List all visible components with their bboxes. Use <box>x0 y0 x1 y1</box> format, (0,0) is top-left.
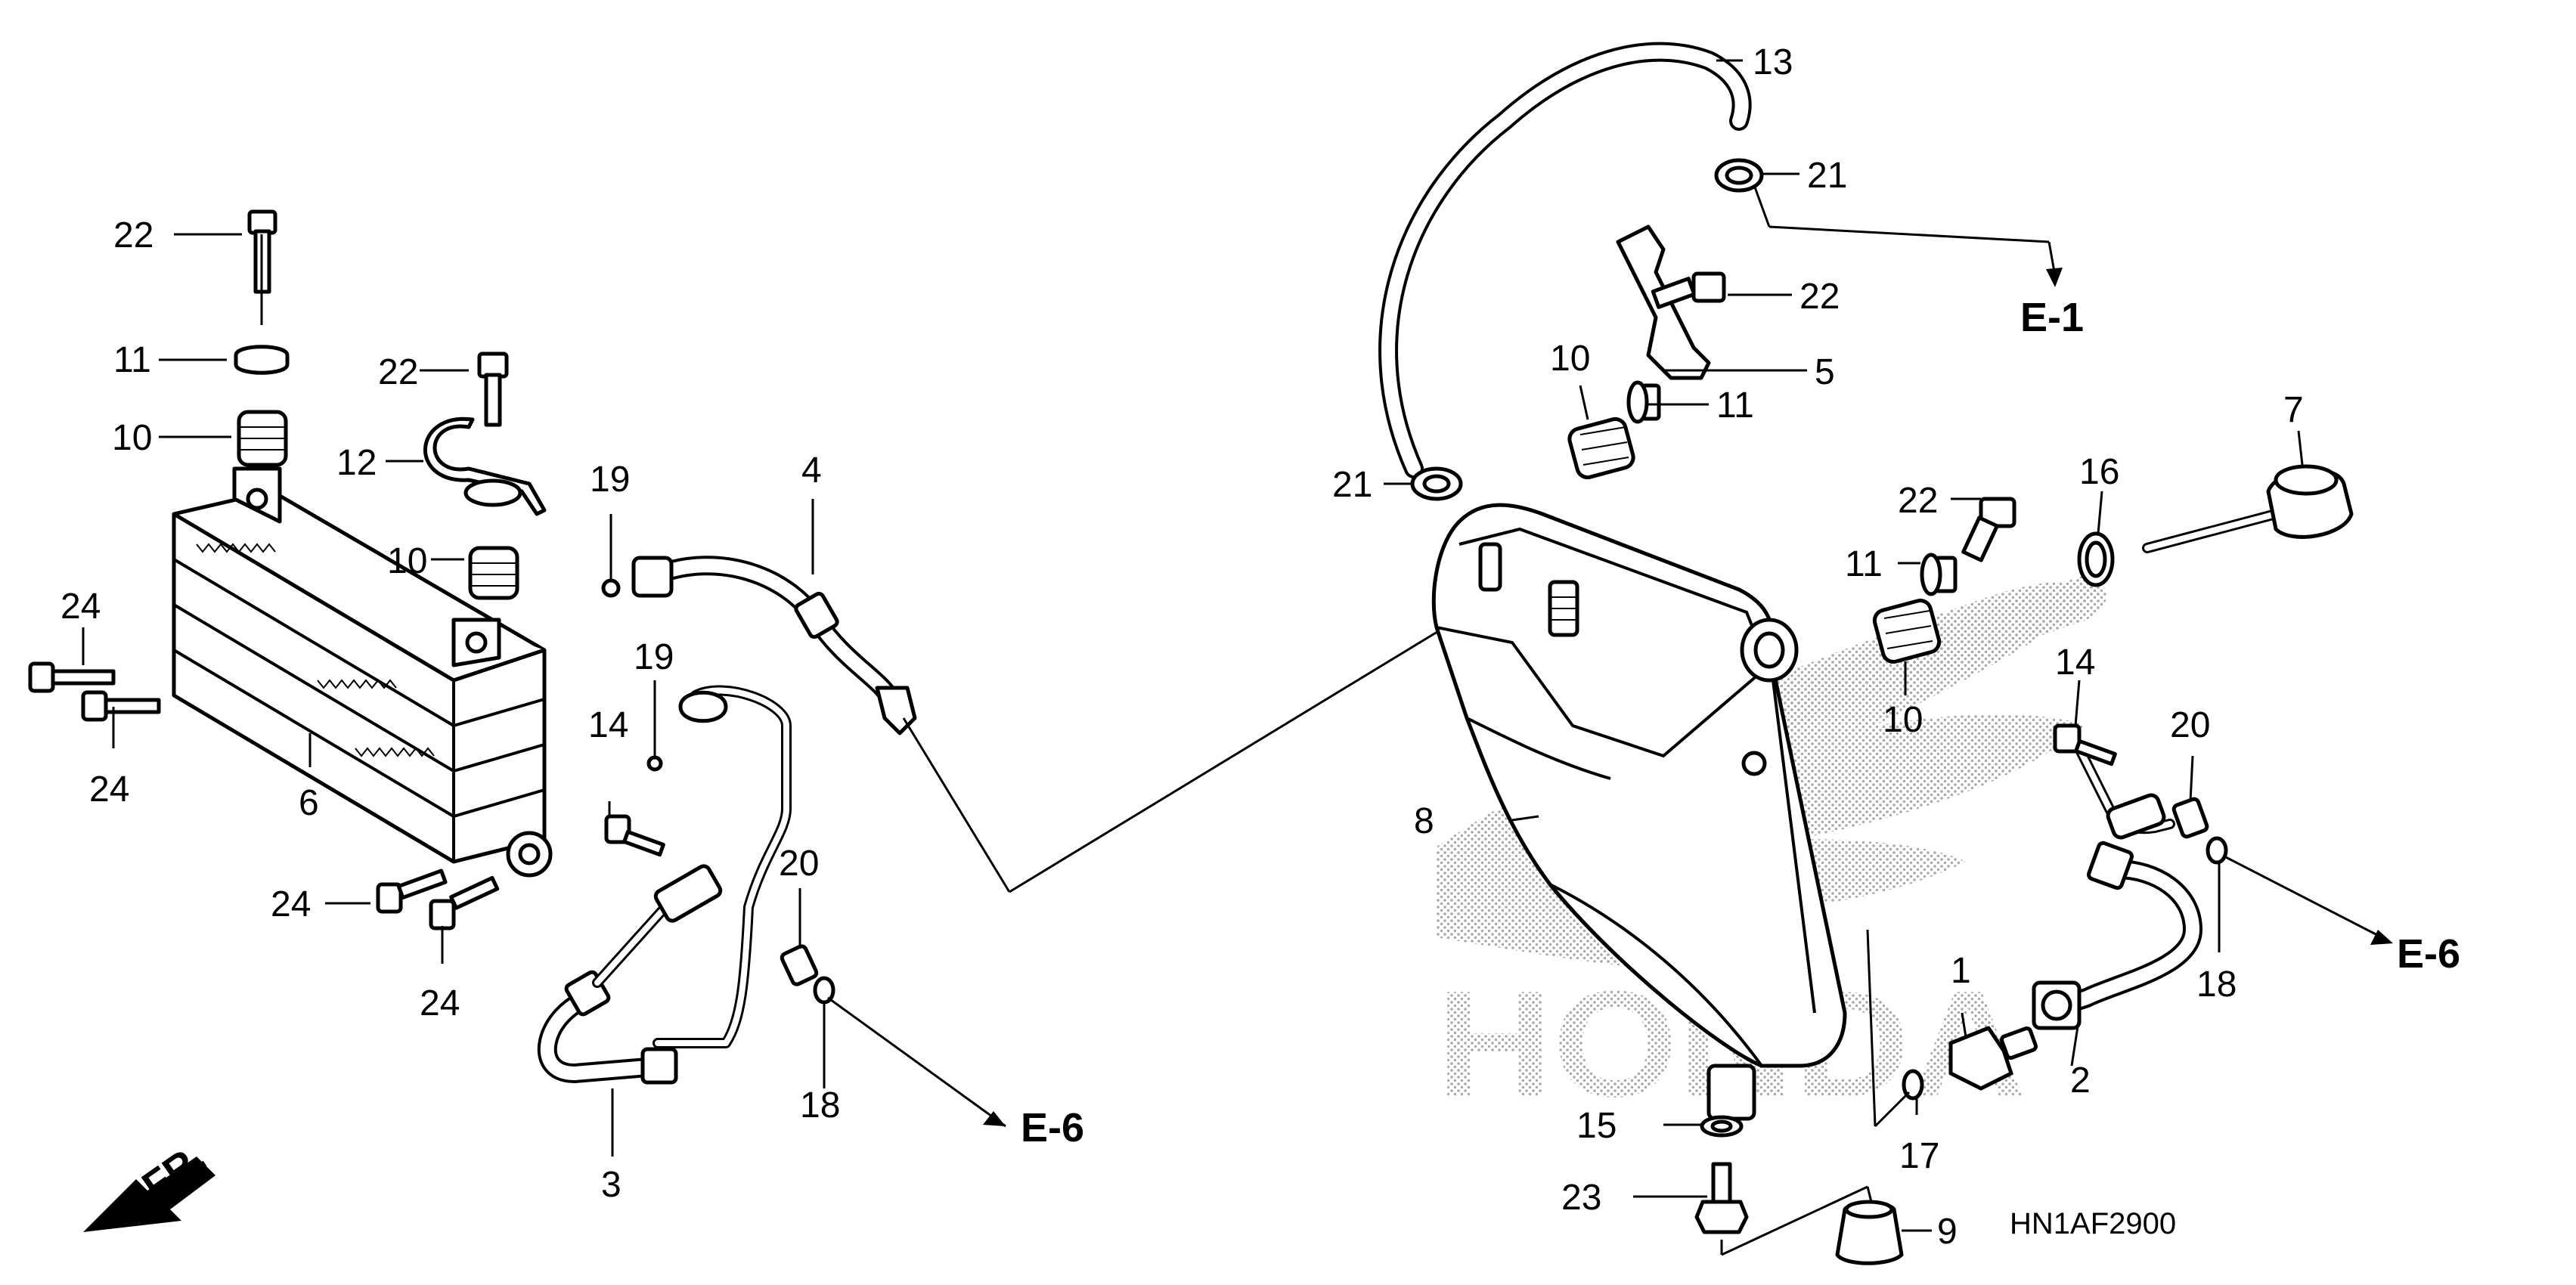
oil-tank-8 <box>1431 503 1847 1121</box>
rubber-mount-10-left <box>237 410 288 467</box>
callout-16: 16 <box>2079 452 2119 492</box>
bolt-14-right <box>2053 723 2117 766</box>
callout-17: 17 <box>1899 1136 1939 1176</box>
callout-labels: 22 11 10 24 24 6 24 24 22 12 10 19 4 19 … <box>60 42 2304 1252</box>
dowel-20-left <box>780 944 819 986</box>
bolt-14-left <box>604 814 665 857</box>
rubber-mount-10-tank-side <box>1872 599 1942 664</box>
callout-9: 9 <box>1937 1212 1958 1252</box>
callout-6: 6 <box>299 783 319 823</box>
callout-22: 22 <box>1898 481 1938 521</box>
callout-22: 22 <box>378 352 418 392</box>
drain-bolt-23 <box>1694 1162 1749 1234</box>
callout-10: 10 <box>387 541 427 581</box>
bolt-24-bottom-left <box>376 869 448 914</box>
washer-19-upper <box>601 578 621 598</box>
callout-21: 21 <box>1807 156 1847 196</box>
callout-22: 22 <box>113 215 153 255</box>
callout-4: 4 <box>801 451 822 491</box>
oil-cooler-group <box>28 209 553 930</box>
oring-18-right <box>2206 836 2228 865</box>
callout-14: 14 <box>2055 642 2095 683</box>
callout-24: 24 <box>271 884 311 924</box>
callout-18: 18 <box>2196 965 2237 1005</box>
cap-9 <box>1835 1200 1904 1265</box>
oil-cooler <box>172 466 553 878</box>
dipstick-cap-7 <box>2142 464 2354 553</box>
collar-11-left <box>234 345 290 375</box>
bolt-24-left-lower <box>81 690 161 722</box>
clamp-12 <box>423 416 547 516</box>
rubber-mount-10-right <box>463 478 522 600</box>
callout-7: 7 <box>2283 390 2304 430</box>
rubber-mount-10-tank-top <box>1567 416 1635 480</box>
callout-11: 11 <box>1845 544 1883 584</box>
callout-10: 10 <box>1550 339 1590 379</box>
bolt-22-bracket <box>1651 271 1726 309</box>
callout-8: 8 <box>1414 801 1434 841</box>
callout-10: 10 <box>1883 700 1923 740</box>
callout-19: 19 <box>634 637 674 677</box>
dowel-20-right <box>2171 797 2209 839</box>
callout-2: 2 <box>2070 1061 2091 1101</box>
callout-19: 19 <box>590 460 630 500</box>
bolt-22-tank-side <box>1961 497 2016 562</box>
callout-20: 20 <box>779 844 819 884</box>
callout-10: 10 <box>112 418 152 458</box>
washer-15-inner <box>1710 1119 1733 1133</box>
clip-21-bottom <box>1410 466 1463 501</box>
clip-21-top <box>1714 158 1764 193</box>
callout-20: 20 <box>2170 705 2210 745</box>
bolt-22-top <box>247 209 277 325</box>
callout-24: 24 <box>420 983 460 1023</box>
callout-11: 11 <box>113 340 151 380</box>
breather-tube-13 <box>1378 42 1752 478</box>
collar-11-tank-top <box>1626 380 1661 424</box>
callout-1: 1 <box>1951 951 1971 991</box>
arrow-e1 <box>2046 268 2063 287</box>
arrow-e6-right <box>2370 930 2393 945</box>
washer-19-lower <box>646 755 663 772</box>
collar-11-tank-side <box>1920 553 1958 596</box>
oil-hose-4 <box>631 556 1483 893</box>
callout-11: 11 <box>1716 386 1754 426</box>
callout-3: 3 <box>601 1165 622 1205</box>
oil-pipe-3 <box>537 685 792 1085</box>
callout-23: 23 <box>1561 1178 1601 1218</box>
callout-14: 14 <box>588 705 628 745</box>
front-direction-arrow <box>83 1156 215 1232</box>
arrow-e6-left <box>983 1111 1006 1126</box>
bolt-24-bottom-right <box>429 875 500 930</box>
callout-15: 15 <box>1576 1106 1617 1146</box>
callout-24: 24 <box>89 769 129 810</box>
callout-12: 12 <box>336 443 377 483</box>
callout-21: 21 <box>1332 465 1372 505</box>
bolt-22-cooler-right <box>477 351 509 427</box>
bolt-24-left-upper <box>28 661 116 693</box>
oil-hose-2 <box>2032 728 2202 1030</box>
diagram-code: HN1AF2900 <box>2010 1207 2176 1240</box>
leader-lines <box>82 59 2304 1232</box>
fitting-1 <box>1948 1012 2038 1091</box>
callout-24: 24 <box>60 587 101 627</box>
callout-13: 13 <box>1753 42 1793 82</box>
washer-16-inner <box>2085 540 2107 578</box>
reference-e6-right: E-6 <box>2397 931 2460 977</box>
callout-22: 22 <box>1799 277 1840 317</box>
callout-5: 5 <box>1815 352 1835 392</box>
callout-18: 18 <box>800 1085 840 1126</box>
reference-e1: E-1 <box>2020 295 2084 340</box>
reference-e6-left: E-6 <box>1021 1105 1084 1150</box>
